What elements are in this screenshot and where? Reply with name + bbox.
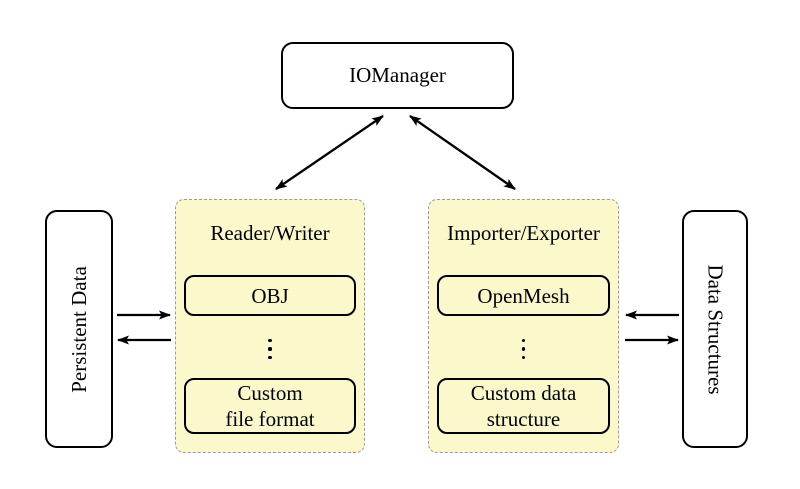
- custom-file-format-node: Custom file format: [184, 378, 356, 434]
- custom-data-structure-node: Custom data structure: [437, 378, 610, 434]
- arrow-iomanager-readerwriter: [275, 115, 384, 190]
- arrow-iomanager-importerexporter: [409, 115, 516, 190]
- importer-exporter-title: Importer/Exporter: [447, 221, 600, 245]
- reader-writer-group: Reader/Writer OBJ Custom file format: [175, 199, 365, 453]
- importer-exporter-group: Importer/Exporter OpenMesh Custom data s…: [428, 199, 619, 453]
- persistent-data-node: Persistent Data: [45, 210, 113, 448]
- persistent-data-label: Persistent Data: [66, 265, 91, 393]
- iomanager-node: IOManager: [281, 42, 514, 109]
- vertical-ellipsis-icon: [429, 336, 618, 362]
- obj-node: OBJ: [184, 275, 356, 316]
- reader-writer-title: Reader/Writer: [210, 221, 330, 245]
- data-structures-node: Data Structures: [682, 210, 748, 448]
- vertical-ellipsis-icon: [176, 336, 364, 362]
- openmesh-node: OpenMesh: [437, 275, 610, 316]
- data-structures-label: Data Structures: [703, 263, 728, 395]
- iomanager-label: IOManager: [349, 63, 446, 87]
